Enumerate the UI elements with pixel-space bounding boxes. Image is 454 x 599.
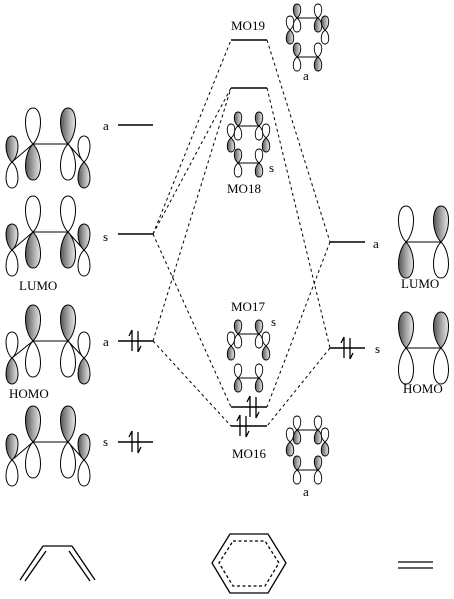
mo18-orbital-picture [226,111,271,178]
mo18-label: MO18 [227,181,261,196]
mo16-sym: a [303,484,309,499]
sym-label-left-4: s [103,434,108,449]
mo16-label: MO16 [232,446,266,461]
mo17-label: MO17 [231,299,265,314]
mo19-label: MO19 [231,18,265,33]
ethylene-orbital-pi [398,311,449,385]
sym-label-left-2: s [103,229,108,244]
mo18-sym: s [269,160,274,175]
sym-label-right-2: s [375,341,380,356]
mo19-sym: a [303,68,309,83]
right-lumo-label: LUMO [401,276,439,291]
butadiene-structure [19,545,96,582]
mo19-orbital-picture [285,3,330,72]
ethylene-orbital-pi-star [398,205,449,279]
left-lumo-label: LUMO [19,278,57,293]
sym-label-right-1: a [373,236,379,251]
mo16-orbital-picture [285,415,330,485]
butadiene-orbital-psi3 [5,195,91,277]
correlation-lines [152,39,331,427]
right-homo-label: HOMO [403,381,443,396]
benzene-transition-state-structure [211,533,287,594]
sym-label-left-1: a [103,118,109,133]
left-homo-label: HOMO [9,386,49,401]
mo17-orbital-picture [226,319,271,393]
mo17-sym: s [271,314,276,329]
butadiene-orbital-psi2 [5,304,91,385]
ethylene-structure [398,561,433,569]
butadiene-orbital-psi4 [5,107,91,189]
sym-label-left-3: a [103,334,109,349]
butadiene-orbital-psi1 [5,405,91,487]
